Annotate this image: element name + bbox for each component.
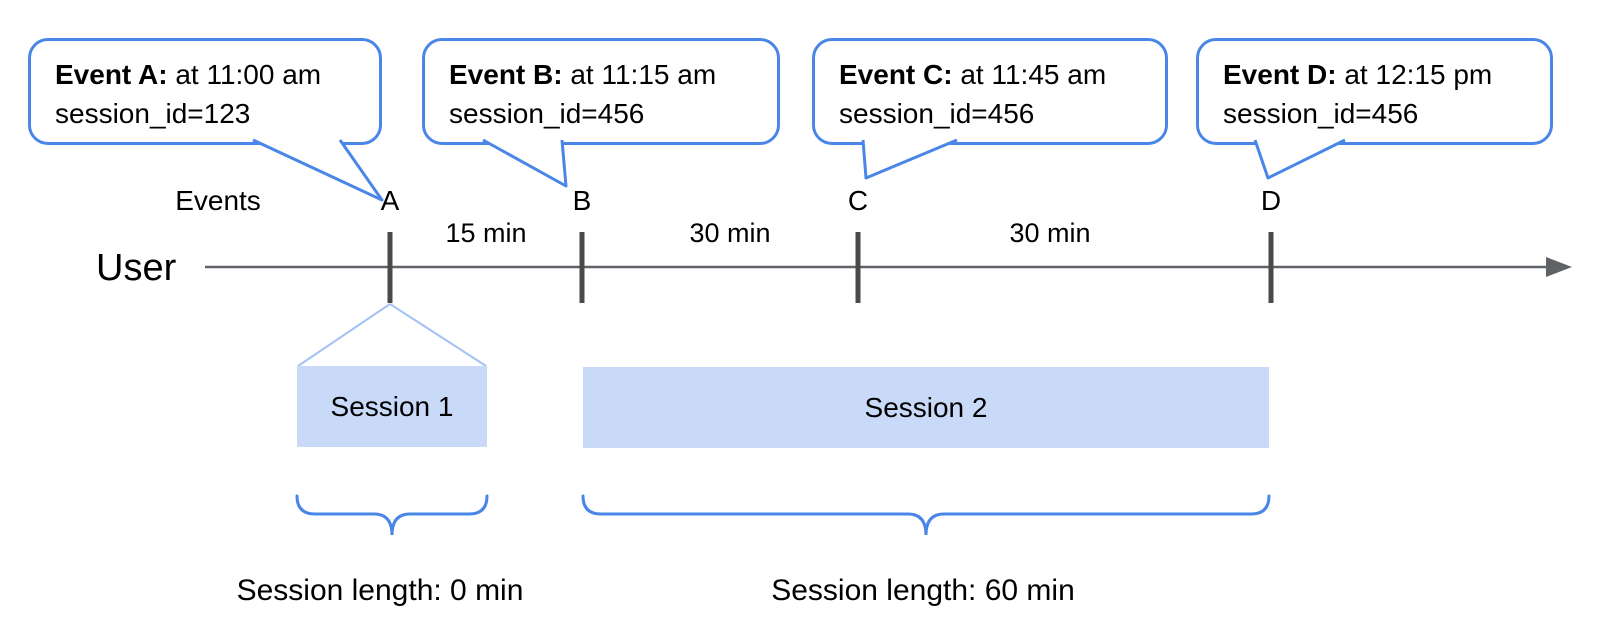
callout-event-d-title: Event D: at 12:15 pm: [1223, 59, 1493, 90]
funnel-line-left: [297, 303, 391, 367]
callout-event-c: Event C: at 11:45 am session_id=456: [812, 38, 1168, 145]
arrowhead-icon: [1546, 257, 1572, 277]
callout-event-a: Event A: at 11:00 am session_id=123: [28, 38, 382, 145]
callout-tail-a: [252, 138, 384, 202]
interval-b-c: 30 min: [689, 218, 771, 248]
event-marker-b: B: [572, 185, 592, 216]
brace-session-2: [581, 494, 1271, 536]
callout-tail-d: [1253, 138, 1346, 180]
funnel-line-right: [389, 303, 487, 367]
session-1-label: Session 1: [330, 390, 454, 422]
callout-event-b: Event B: at 11:15 am session_id=456: [422, 38, 780, 145]
session-2-label: Session 2: [864, 391, 988, 423]
interval-a-b: 15 min: [445, 218, 527, 248]
event-marker-d: D: [1260, 185, 1282, 216]
callout-event-b-session: session_id=456: [449, 98, 645, 129]
user-axis-label: User: [96, 247, 177, 289]
callout-event-c-title: Event C: at 11:45 am: [839, 59, 1107, 90]
event-marker-a: A: [380, 185, 400, 216]
session-1-box: Session 1: [297, 366, 487, 447]
session-2-length-label: Session length: 60 min: [771, 574, 1075, 607]
callout-event-d-session: session_id=456: [1223, 98, 1419, 129]
callout-tail-b: [482, 138, 568, 188]
callout-event-b-title: Event B: at 11:15 am: [449, 59, 717, 90]
callout-tail-c: [861, 138, 958, 180]
callout-event-d: Event D: at 12:15 pm session_id=456: [1196, 38, 1553, 145]
session-2-box: Session 2: [583, 367, 1269, 448]
callout-event-c-session: session_id=456: [839, 98, 1035, 129]
interval-c-d: 30 min: [1009, 218, 1091, 248]
brace-session-1: [295, 494, 489, 536]
callout-event-a-session: session_id=123: [55, 98, 251, 129]
session-1-length-label: Session length: 0 min: [236, 574, 524, 607]
callout-event-a-title: Event A: at 11:00 am: [55, 59, 322, 90]
events-label: Events: [175, 185, 261, 216]
event-marker-c: C: [847, 185, 869, 216]
